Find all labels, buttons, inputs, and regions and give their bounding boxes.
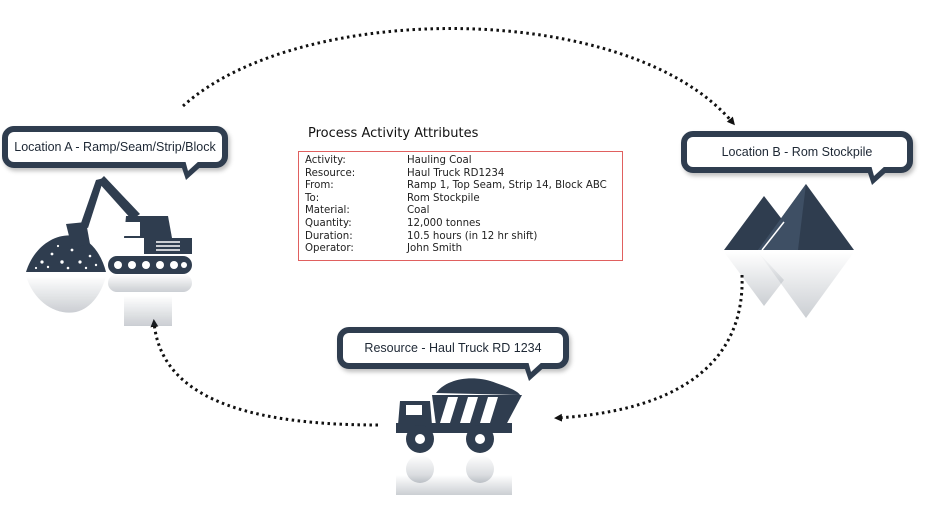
- haul-truck-reflection: [396, 455, 512, 495]
- attribute-row: Quantity: 12,000 tonnes: [305, 218, 622, 231]
- attribute-label: Operator:: [305, 243, 354, 255]
- attribute-label: Activity:: [305, 155, 346, 166]
- attribute-row: Activity: Hauling Coal: [305, 155, 622, 168]
- stockpile-body: [724, 184, 854, 251]
- attribute-row: Resource: Haul Truck RD1234: [305, 168, 622, 181]
- attribute-value: 10.5 hours (in 12 hr shift): [407, 230, 538, 242]
- attribute-row: Material: Coal: [305, 205, 622, 218]
- attribute-label: Resource:: [305, 167, 356, 179]
- callout-location-b-tail: [866, 165, 892, 185]
- attribute-label: To:: [305, 192, 320, 204]
- excavator-reflection: [26, 274, 192, 326]
- haul-truck-body: [396, 378, 522, 453]
- attribute-row: Operator: John Smith: [305, 243, 622, 256]
- attribute-row: To: Rom Stockpile: [305, 193, 622, 206]
- stockpile-reflection: [724, 252, 854, 318]
- stockpile-icon: [724, 184, 854, 318]
- callout-resource: Resource - Haul Truck RD 1234: [337, 327, 569, 369]
- callout-resource-tail: [523, 361, 549, 381]
- attributes-title: Process Activity Attributes: [308, 126, 479, 141]
- arrow-a-to-b: [181, 27, 735, 126]
- callout-location-b-label: Location B - Rom Stockpile: [721, 145, 873, 159]
- attribute-label: From:: [305, 180, 334, 192]
- attribute-value: Coal: [407, 205, 430, 217]
- callout-location-a-label: Location A - Ramp/Seam/Strip/Block: [14, 140, 216, 154]
- attributes-box: Activity: Hauling Coal Resource: Haul Tr…: [298, 151, 623, 261]
- excavator-body: [26, 176, 192, 274]
- haul-truck-icon: [396, 378, 522, 495]
- attribute-label: Quantity:: [305, 217, 352, 229]
- attribute-value: Hauling Coal: [407, 155, 472, 166]
- attribute-label: Material:: [305, 205, 350, 217]
- callout-location-a-tail: [180, 160, 206, 180]
- attribute-value: 12,000 tonnes: [407, 217, 481, 229]
- attribute-row: From: Ramp 1, Top Seam, Strip 14, Block …: [305, 180, 622, 193]
- callout-resource-label: Resource - Haul Truck RD 1234: [364, 341, 542, 355]
- attribute-label: Duration:: [305, 230, 353, 242]
- arrow-truck-to-a: [150, 319, 379, 427]
- attribute-value: Haul Truck RD1234: [407, 167, 505, 179]
- attribute-value: John Smith: [407, 243, 463, 255]
- arrow-b-to-truck: [554, 274, 744, 422]
- attribute-value: Rom Stockpile: [407, 192, 480, 204]
- excavator-icon: [26, 176, 192, 326]
- attribute-value: Ramp 1, Top Seam, Strip 14, Block ABC: [407, 180, 607, 192]
- attribute-row: Duration: 10.5 hours (in 12 hr shift): [305, 231, 622, 244]
- callout-location-a: Location A - Ramp/Seam/Strip/Block: [2, 126, 228, 168]
